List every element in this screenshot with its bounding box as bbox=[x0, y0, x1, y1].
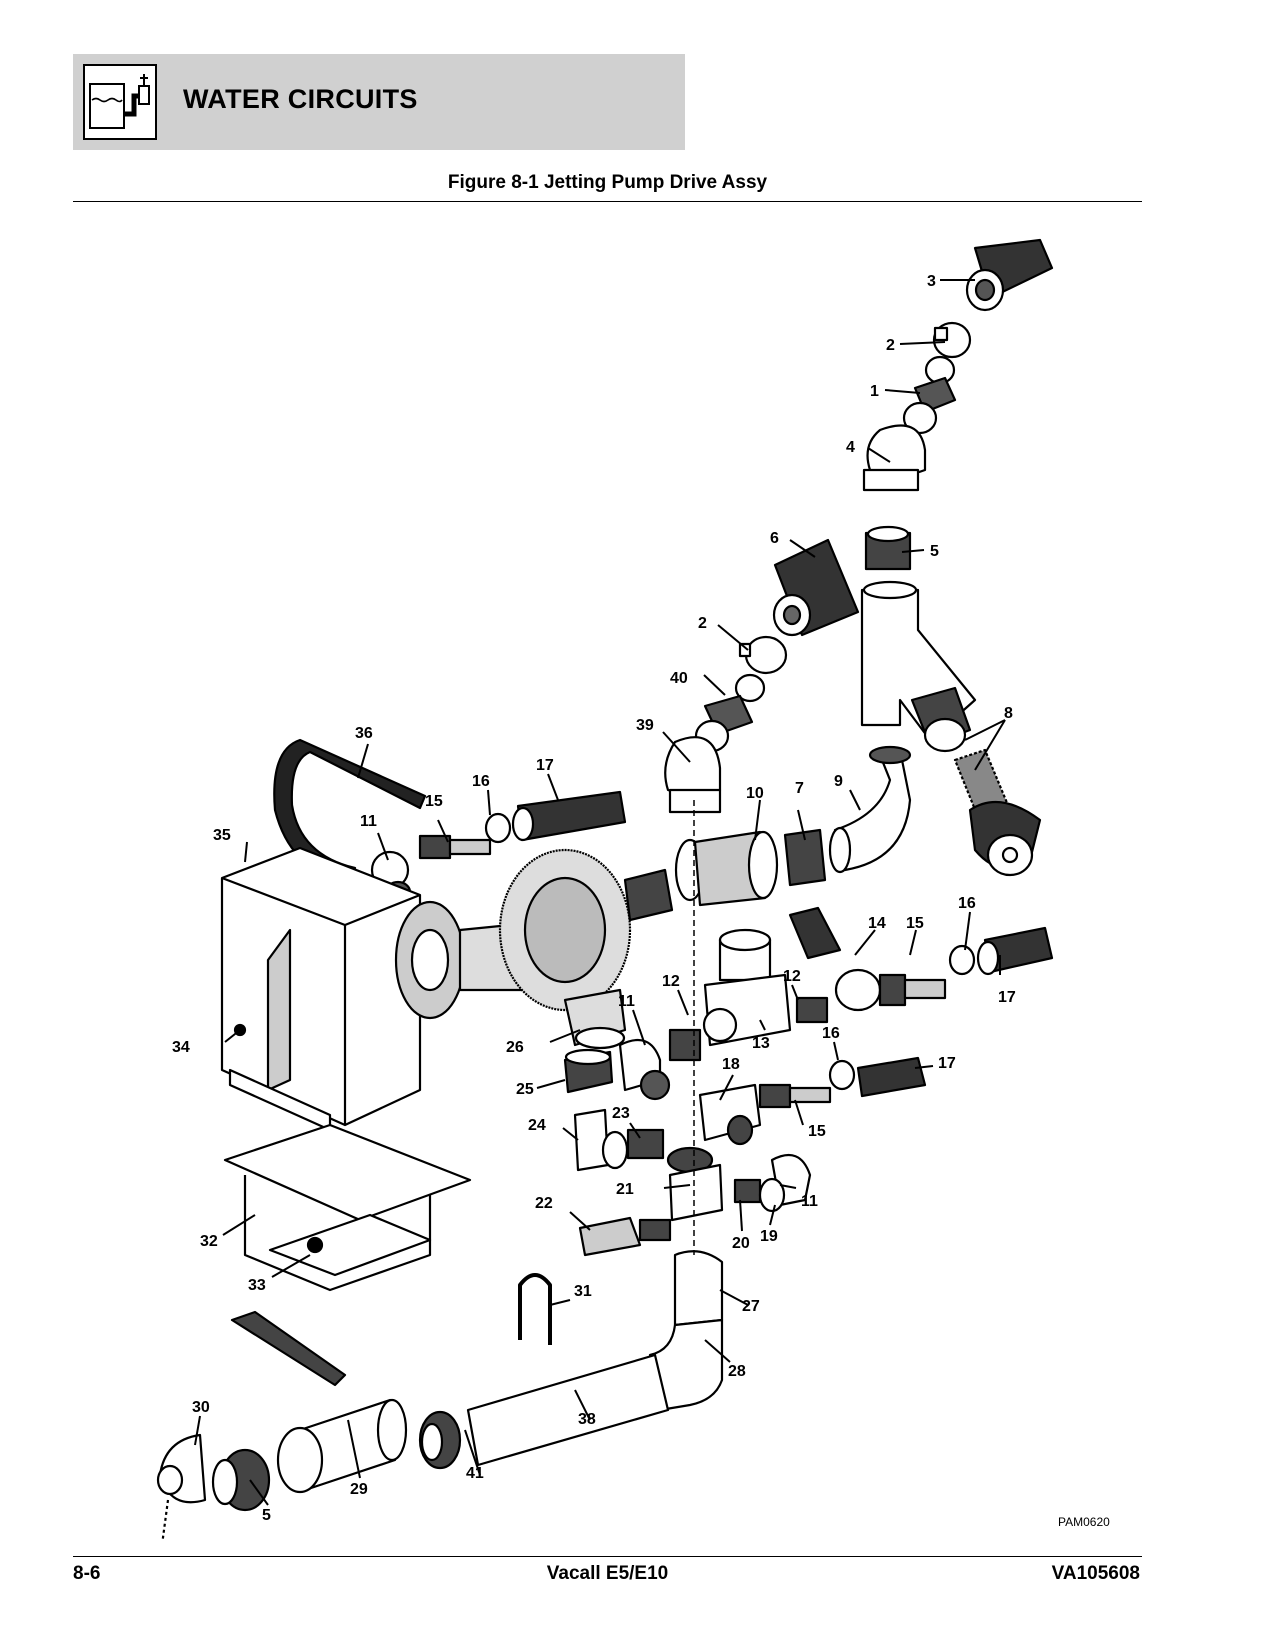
callout-label: 28 bbox=[728, 1363, 746, 1380]
part-group-upper-right bbox=[860, 238, 1054, 877]
section-title: WATER CIRCUITS bbox=[183, 84, 418, 114]
callout-label: 2 bbox=[886, 337, 895, 354]
callout-label: 14 bbox=[868, 915, 886, 932]
callout-label: 12 bbox=[783, 968, 801, 985]
callout-label: 15 bbox=[906, 915, 924, 932]
leader-lines bbox=[194, 279, 1006, 1506]
callout-label: 15 bbox=[425, 793, 443, 810]
callout-label: 16 bbox=[472, 773, 490, 790]
callout-label: 24 bbox=[528, 1117, 546, 1134]
header-band bbox=[73, 54, 685, 150]
top-divider bbox=[73, 201, 1142, 202]
callout-label: 15 bbox=[808, 1123, 826, 1140]
callout-label: 35 bbox=[213, 827, 231, 844]
mount-bracket bbox=[223, 1123, 472, 1292]
page-number: 8-6 bbox=[73, 1563, 101, 1584]
motor-box bbox=[220, 846, 422, 1132]
callout-label: 25 bbox=[516, 1081, 534, 1098]
callout-label: 12 bbox=[662, 973, 680, 990]
callout-label: 27 bbox=[742, 1298, 760, 1315]
figure-reference-code: PAM0620 bbox=[1058, 1515, 1110, 1529]
callout-label: 29 bbox=[350, 1481, 368, 1498]
callout-label: 41 bbox=[466, 1465, 484, 1482]
u-bolt bbox=[518, 1273, 552, 1345]
callout-label: 2 bbox=[698, 615, 707, 632]
part-group-ball-valve bbox=[156, 1310, 408, 1540]
callout-label: 19 bbox=[760, 1228, 778, 1245]
callout-label: 17 bbox=[938, 1055, 956, 1072]
drive-belt bbox=[273, 738, 427, 882]
callout-label: 39 bbox=[636, 717, 654, 734]
callout-label: 9 bbox=[834, 773, 843, 790]
part-group-middle bbox=[563, 1028, 927, 1172]
callout-label: 18 bbox=[722, 1056, 740, 1073]
callout-label: 8 bbox=[1004, 705, 1013, 722]
document-number: VA105608 bbox=[1051, 1563, 1140, 1584]
callout-label: 38 bbox=[578, 1411, 596, 1428]
callout-label: 3 bbox=[927, 273, 936, 290]
part-group-lower-valve bbox=[578, 1146, 812, 1257]
callout-label: 30 bbox=[192, 1399, 210, 1416]
part-group-pipes bbox=[418, 1250, 724, 1470]
bottom-divider bbox=[73, 1556, 1142, 1557]
callout-label: 16 bbox=[822, 1025, 840, 1042]
part-group-union bbox=[674, 745, 912, 907]
figure-caption: Figure 8-1 Jetting Pump Drive Assy bbox=[447, 172, 768, 193]
callout-label: 32 bbox=[200, 1233, 218, 1250]
callout-label: 20 bbox=[732, 1235, 750, 1252]
pump-body bbox=[394, 848, 674, 1050]
callout-labels: 3 2 1 4 5 6 2 40 39 36 16 17 15 11 35 10… bbox=[172, 273, 1016, 1524]
callout-label: 11 bbox=[801, 1193, 818, 1210]
callout-label: 36 bbox=[355, 725, 373, 742]
callout-label: 4 bbox=[846, 439, 855, 456]
callout-label: 33 bbox=[248, 1277, 266, 1294]
callout-label: 13 bbox=[752, 1035, 770, 1052]
callout-label: 5 bbox=[930, 543, 939, 560]
callout-label: 6 bbox=[770, 530, 779, 547]
manual-title: Vacall E5/E10 bbox=[546, 1563, 669, 1584]
callout-label: 26 bbox=[506, 1039, 524, 1056]
callout-label: 31 bbox=[574, 1283, 592, 1300]
callout-label: 17 bbox=[536, 757, 554, 774]
callout-label: 34 bbox=[172, 1039, 190, 1056]
callout-label: 10 bbox=[746, 785, 764, 802]
part-group-upper-middle bbox=[664, 538, 860, 814]
callout-label: 22 bbox=[535, 1195, 553, 1212]
callout-label: 23 bbox=[612, 1105, 630, 1122]
exploded-parts-diagram: 3 2 1 4 5 6 2 40 39 36 16 17 15 11 35 10… bbox=[156, 238, 1054, 1540]
callout-label: 1 bbox=[870, 383, 879, 400]
callout-label: 11 bbox=[360, 813, 377, 830]
callout-label: 21 bbox=[616, 1181, 634, 1198]
callout-label: 16 bbox=[958, 895, 976, 912]
callout-label: 11 bbox=[618, 993, 635, 1010]
callout-label: 17 bbox=[998, 989, 1016, 1006]
callout-label: 40 bbox=[670, 670, 688, 687]
callout-label: 7 bbox=[795, 780, 804, 797]
part-group-solenoid bbox=[702, 906, 1054, 1047]
callout-label: 5 bbox=[262, 1507, 271, 1524]
water-circuit-icon bbox=[83, 64, 157, 140]
